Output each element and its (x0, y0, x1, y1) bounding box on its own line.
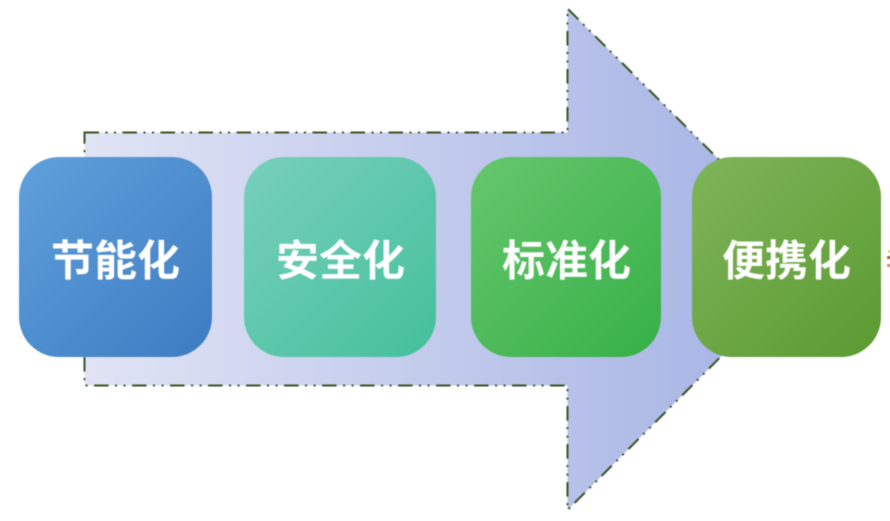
glyph-安 (278, 238, 317, 280)
step-label-glyphs-4 (723, 238, 850, 280)
step-box-4[interactable]: 便携化 (692, 157, 881, 357)
step-box-1[interactable]: 节能化 (19, 157, 212, 357)
clipped-shape-mark-3 (887, 263, 890, 267)
glyph-便 (723, 238, 765, 280)
glyph-能 (96, 238, 137, 280)
step-box-3[interactable]: 标准化 (471, 157, 661, 357)
step-label-glyphs-3 (502, 238, 630, 280)
step-label-glyphs-1 (53, 238, 179, 280)
glyph-准 (545, 238, 587, 280)
clipped-shape-mark-2 (887, 256, 890, 259)
clipped-shape-mark-1 (888, 250, 890, 253)
arrow-outline (83, 6, 820, 513)
glyph-全 (319, 238, 361, 279)
glyph-化 (362, 238, 404, 280)
step-box-2[interactable]: 安全化 (244, 157, 436, 357)
glyph-化 (588, 238, 630, 280)
glyph-节 (53, 238, 92, 280)
glyph-化 (809, 238, 850, 280)
glyph-化 (138, 238, 179, 280)
step-label-glyphs-2 (278, 238, 404, 280)
glyph-携 (766, 238, 806, 280)
glyph-标 (502, 238, 544, 280)
